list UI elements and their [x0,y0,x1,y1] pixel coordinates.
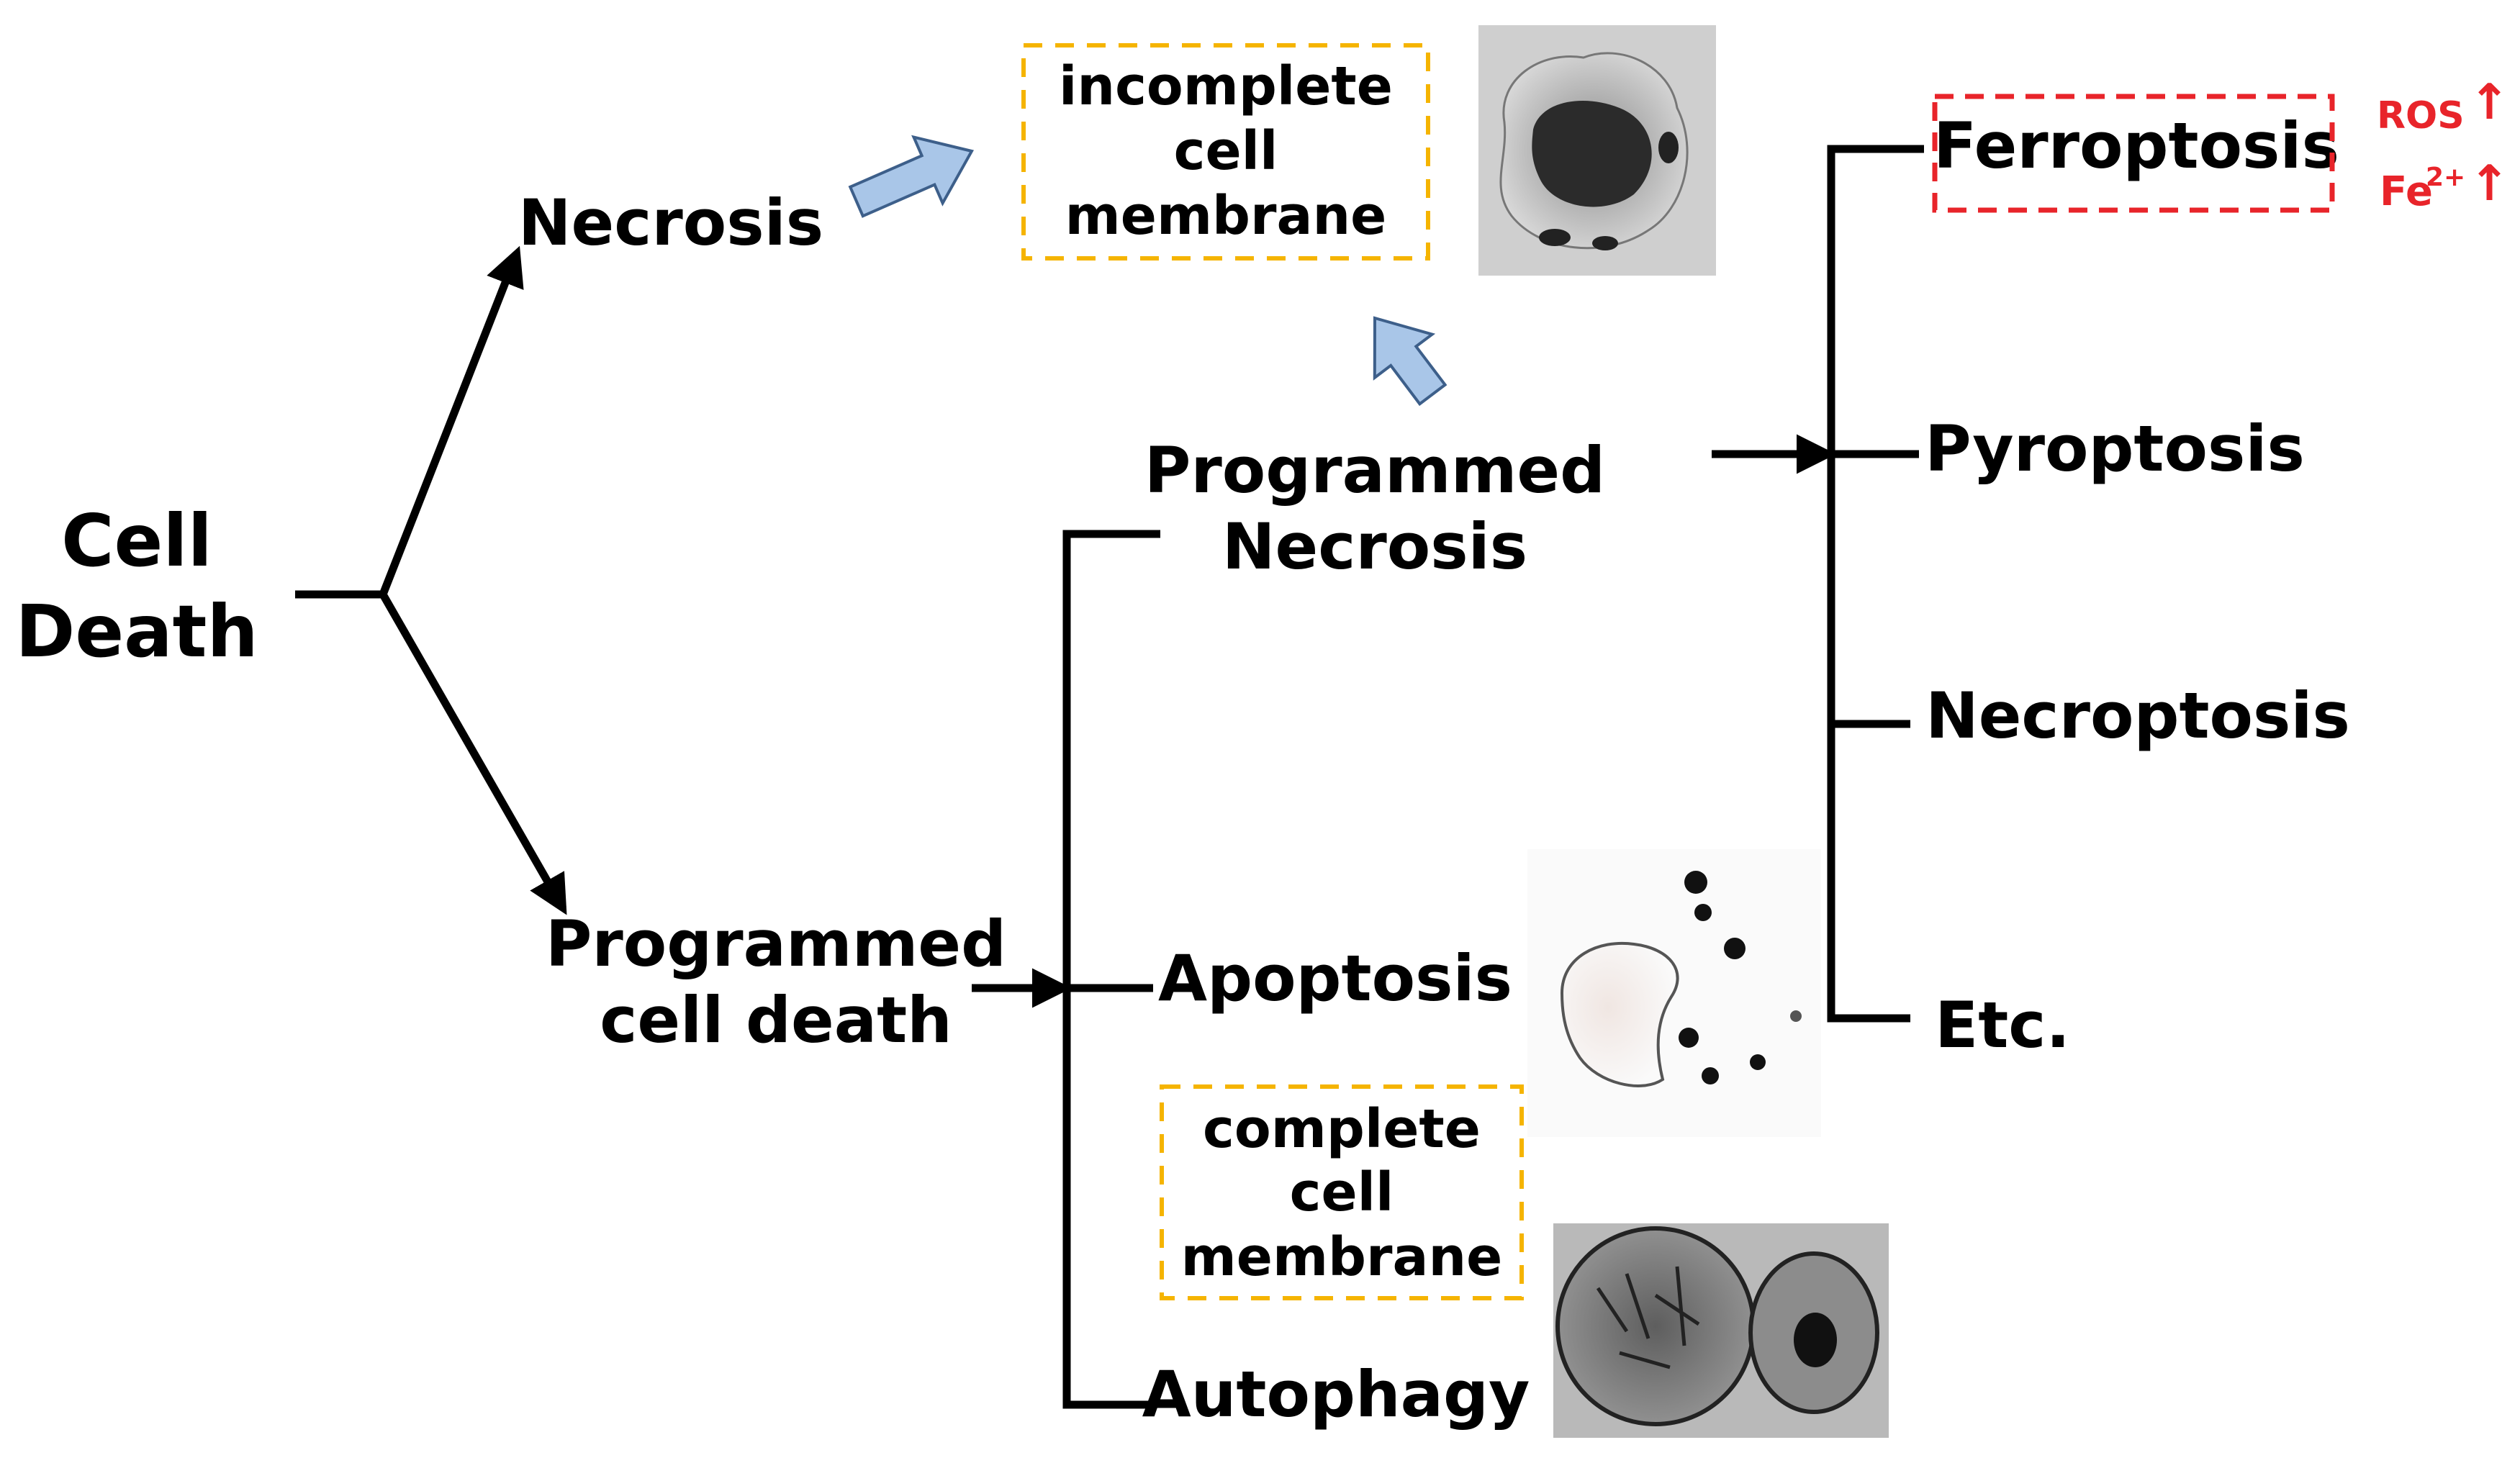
etc-label: Etc. [1935,988,2070,1062]
autophagy-label: Autophagy [1142,1357,1530,1431]
node-labels: Cell Death Necrosis Programmed cell deat… [15,109,2350,1431]
ros-up-arrow: ↑ [2469,74,2510,131]
programmed-necrosis-pointer-arrow [1373,316,1448,407]
block-arrows [848,135,1448,407]
connectors [295,145,1924,1409]
ferroptosis-label: Ferroptosis [1933,109,2339,183]
necrotic-cell-micrograph [1478,25,1716,276]
necrosis-pointer-arrow [848,135,975,218]
incomplete-note-line-2: cell [1174,120,1278,182]
pcd-bracket [1062,530,1160,1409]
necroptosis-label: Necroptosis [1925,679,2350,753]
necrosis-label: Necrosis [518,186,823,260]
complete-note-line-1: complete [1203,1098,1481,1160]
programmed-cell-death-label-2: cell death [600,983,952,1057]
complete-membrane-note: complete cell membrane [1160,1084,1524,1300]
fe-label: Fe [2380,168,2433,215]
fe-up-arrow: ↑ [2469,155,2510,212]
incomplete-note-line-3: membrane [1065,185,1387,247]
apoptosis-label: Apoptosis [1158,941,1512,1015]
ferroptosis-highlight-box [1932,94,2335,213]
arrow-to-programmed-cell-death [379,592,567,915]
apoptotic-cell-micrograph [1527,849,1821,1137]
incomplete-membrane-box [1021,43,1430,261]
cell-death-label-2: Death [15,589,258,674]
pyroptosis-label: Pyroptosis [1925,412,2305,486]
incomplete-note-line-1: incomplete [1059,55,1393,117]
programmed-necrosis-label: Programmed [1144,433,1605,507]
ros-label: ROS [2377,94,2465,137]
fe-superscript: 2+ [2426,163,2465,192]
programmed-cell-death-label: Programmed [546,907,1006,981]
autophagic-cell-micrograph [1553,1223,1889,1438]
ferroptosis-markers: ROS ↑ Fe 2+ ↑ [2377,74,2510,215]
complete-note-line-3: membrane [1181,1226,1503,1288]
programmed-necrosis-label-2: Necrosis [1222,509,1527,584]
arrow-to-necrosis [379,245,524,597]
cell-death-label: Cell [61,499,212,583]
complete-note-line-2: cell [1290,1161,1394,1223]
incomplete-membrane-note: incomplete cell membrane [1021,43,1430,261]
prog-necrosis-bracket [1827,145,1924,1023]
